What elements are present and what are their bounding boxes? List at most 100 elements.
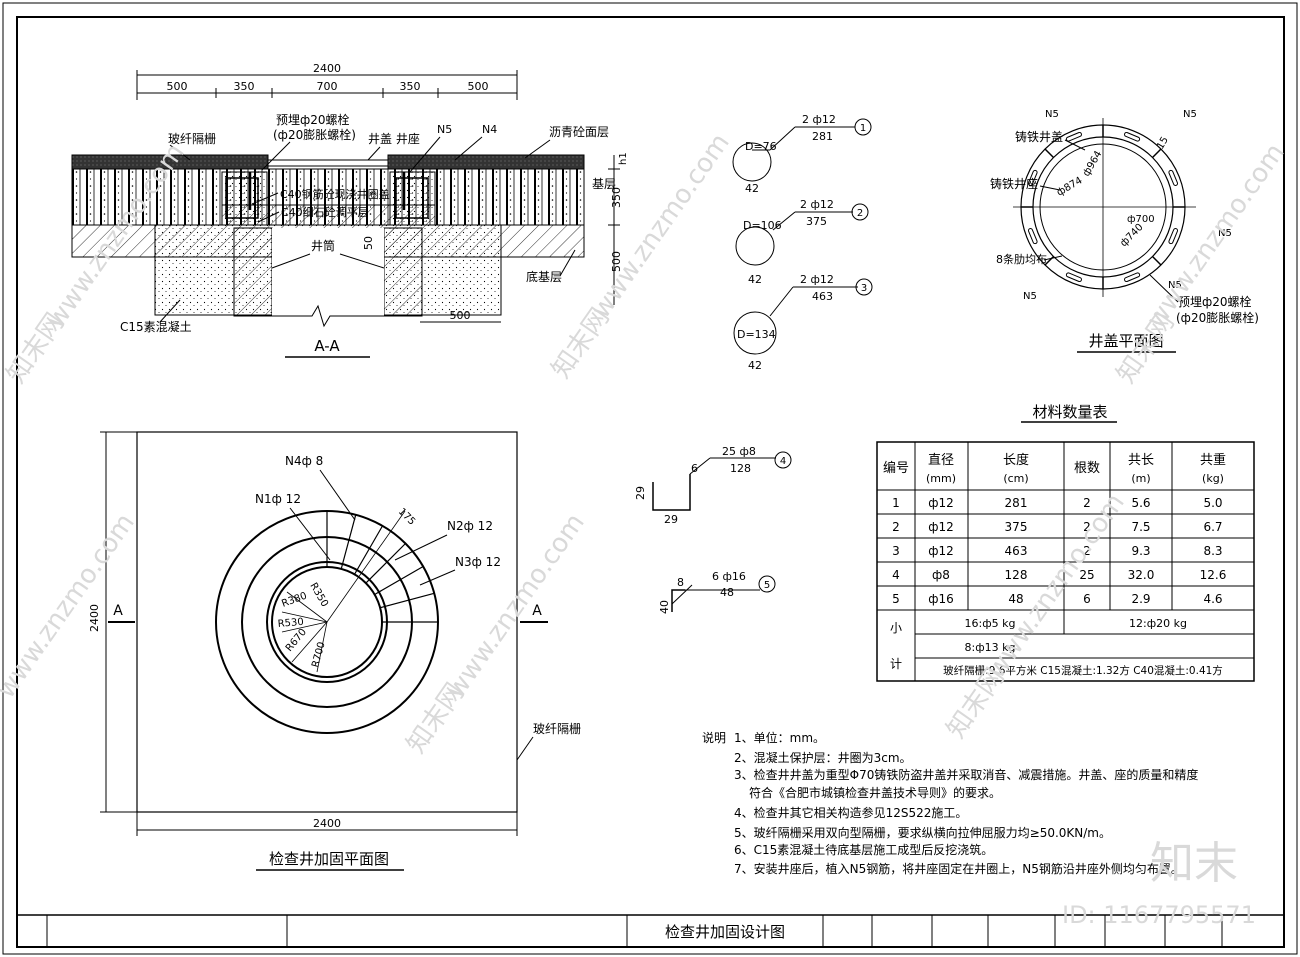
label-n5: N5 — [437, 123, 452, 136]
dim-500-vert: 500 — [610, 251, 623, 272]
label-level-layer: C40细石砼调平层 — [281, 206, 369, 219]
watermark-id: ID: 1167795571 — [1062, 901, 1256, 929]
subtotal-label-2: 计 — [890, 657, 902, 671]
section-title: A-A — [314, 337, 340, 355]
radius-line — [281, 611, 328, 623]
bar4-b: 29 — [634, 486, 647, 500]
table-cell: 4.6 — [1203, 592, 1222, 606]
bar5-b: 40 — [658, 600, 671, 614]
table-header: 共长 — [1128, 453, 1154, 468]
bolt-slot — [1124, 131, 1141, 142]
bar1-diameter: D=76 — [745, 140, 777, 153]
label-subbase: 底基层 — [526, 269, 562, 284]
bar4-c: 29 — [664, 513, 678, 526]
subtotal-c: 8:ф13 kg — [965, 641, 1016, 654]
bolt-slot — [1065, 131, 1082, 142]
dim-500-a: 500 — [167, 80, 188, 93]
bar3-diameter: D=134 — [737, 328, 776, 341]
cover-plan: N5 N5 N5 N5 N5 铸铁井盖 铸铁井座 ф964 ф874 15 ф7… — [990, 109, 1259, 353]
dim-leader — [326, 510, 406, 623]
table-cell: 5.6 — [1131, 496, 1150, 510]
plan-label-n1: N1ф 12 — [255, 492, 301, 506]
bar4-length: 128 — [730, 462, 751, 475]
note-5: 5、玻纤隔栅采用双向型隔栅，要求纵横向拉伸屈服力均≥50.0KN/m。 — [734, 825, 1111, 840]
dim-15: 15 — [1155, 135, 1171, 152]
cover-rib — [1151, 255, 1162, 266]
table-cell: 3 — [892, 544, 900, 558]
label-cast-seat: 铸铁井座 — [990, 176, 1038, 191]
plan-r700: R700 — [310, 641, 327, 669]
table-title: 材料数量表 — [1032, 403, 1107, 421]
plan-dim-175: 175 — [396, 506, 417, 527]
bar1-number: 1 — [860, 123, 866, 134]
radial-bar — [353, 525, 384, 575]
watermark-brand-1: 知末网 — [1, 308, 70, 389]
note-7: 7、安装井座后，植入N5钢筋，将井座固定在井圈上，N5钢筋沿井座外侧均匀布置。 — [734, 861, 1183, 876]
bar4-spec: 25 ф8 — [722, 445, 756, 458]
table-header-unit: (m) — [1131, 472, 1150, 485]
table-header-unit: (kg) — [1202, 472, 1224, 485]
plan-dim-height: 2400 — [88, 604, 101, 632]
label-cast-cover: 铸铁井盖 — [1015, 129, 1063, 144]
bar5-spec: 6 ф16 — [712, 570, 746, 583]
note-1: 1、单位：mm。 — [734, 730, 825, 745]
dim-740: ф740 — [1118, 222, 1145, 249]
table-cell: 7.5 — [1131, 520, 1150, 534]
label-base: 基层 — [592, 177, 616, 191]
note-2: 2、混凝土保护层：井圈为3cm。 — [734, 750, 912, 765]
section-a-a: 2400 500 350 700 350 500 — [71, 62, 629, 358]
cover-n5-right: N5 — [1218, 228, 1232, 239]
table-cell: 128 — [1005, 568, 1028, 582]
notes-heading: 说明 — [702, 730, 726, 745]
table-cell: 5.0 — [1203, 496, 1222, 510]
table-cell: 2 — [1083, 496, 1091, 510]
bolt-slots — [1027, 131, 1179, 283]
plan-dim-width: 2400 — [313, 817, 341, 830]
bar5-number: 5 — [764, 580, 770, 591]
table-cell: 281 — [1005, 496, 1028, 510]
cover-ribs — [1021, 125, 1185, 289]
dim-700: 700 — [317, 80, 338, 93]
table-header: 直径 — [928, 453, 954, 468]
dim-500-horiz: 500 — [450, 309, 471, 322]
title-block: 检查井加固设计图 — [17, 914, 1284, 947]
cover-plan-title: 井盖平面图 — [1088, 332, 1163, 350]
radial-bar — [340, 514, 357, 570]
label-n4: N4 — [482, 123, 497, 136]
inner-border — [16, 16, 1285, 948]
note-6: 6、C15素混凝土待底基层施工成型后反挖浇筑。 — [734, 842, 993, 857]
dim-350-a: 350 — [234, 80, 255, 93]
bar4-a: 6 — [691, 462, 698, 475]
radial-bar — [365, 543, 406, 584]
bar2-spec: 2 ф12 — [800, 198, 834, 211]
plan-view: 2400 2400 A A N4ф 8 N1ф 12 N2ф 12 N3ф 12… — [88, 431, 581, 871]
watermark-site-2: www.znzmo.com — [586, 128, 736, 324]
drawing-title: 检查井加固设计图 — [665, 923, 785, 941]
label-asphalt: 沥青砼面层 — [549, 125, 609, 139]
dim-350-vert: 350 — [610, 187, 623, 208]
rebar-shapes-bent: 4 25 ф8 128 6 29 29 5 6 ф16 48 8 40 — [634, 445, 792, 614]
watermark-site-3: www.znzmo.com — [441, 508, 591, 704]
plan-r350: R350 — [307, 581, 330, 609]
table-cell: 2 — [1083, 520, 1091, 534]
label-cover-anchor-sub: (ф20膨胀螺栓) — [1176, 310, 1259, 325]
subtotal-d: 玻纤隔栅:9.6平方米 C15混凝土:1.32方 C40混凝土:0.41方 — [943, 664, 1223, 677]
subtotal-label-1: 小 — [890, 621, 902, 635]
table-header: 根数 — [1074, 461, 1100, 476]
notes: 说明 1、单位：mm。 2、混凝土保护层：井圈为3cm。 3、检查井井盖为重型Φ… — [702, 730, 1198, 876]
plan-r530: R530 — [277, 617, 304, 630]
plan-r380: R380 — [280, 591, 308, 610]
table-cell: 12.6 — [1200, 568, 1227, 582]
plan-label-n2: N2ф 12 — [447, 519, 493, 533]
table-cell: ф12 — [928, 520, 954, 534]
cover-n5-bottom-left: N5 — [1023, 291, 1037, 302]
table-header-unit: (cm) — [1003, 472, 1028, 485]
label-fiber-grid: 玻纤隔栅 — [168, 131, 216, 146]
plan-title: 检查井加固平面图 — [269, 850, 389, 868]
bolt-slot — [1124, 272, 1141, 283]
bolt-slot — [1168, 169, 1179, 186]
cover-rib — [1044, 148, 1055, 159]
label-anchor-sub: (ф20膨胀螺栓) — [273, 127, 356, 142]
label-ribs: 8条肋均布 — [996, 252, 1047, 266]
